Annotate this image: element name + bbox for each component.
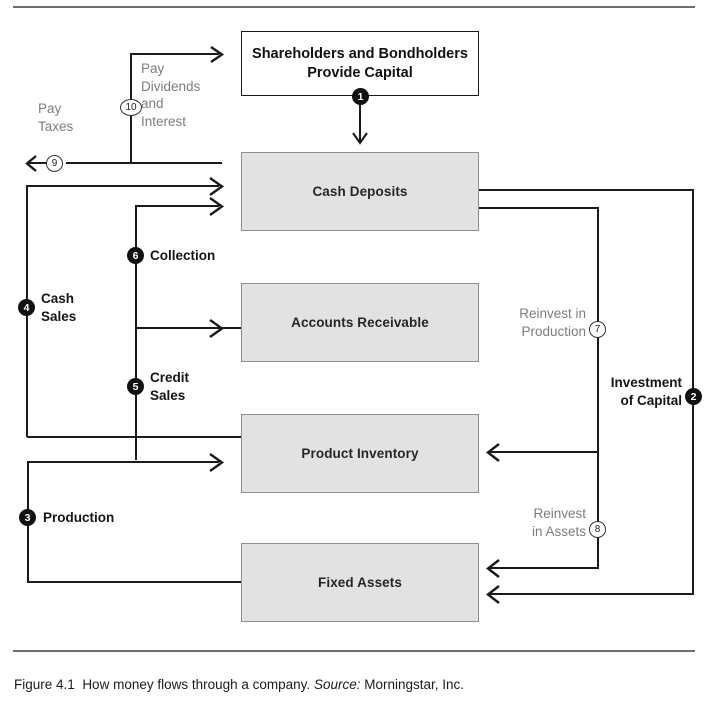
caption-source-value: Morningstar, Inc.	[364, 677, 465, 692]
step-marker-5[interactable]: 5	[127, 378, 144, 395]
step-marker-10[interactable]: 10	[120, 99, 142, 116]
step-marker-2[interactable]: 2	[685, 388, 702, 405]
label-reinvest-production-line-2: Production	[521, 323, 586, 339]
node-fixed-assets[interactable]: Fixed Assets	[241, 543, 479, 622]
caption-figure-number: Figure 4.1	[14, 677, 75, 692]
step-marker-9[interactable]: 9	[46, 155, 63, 172]
label-pay-taxes-line-1: Pay	[38, 101, 62, 116]
label-pay-taxes-line-2: Taxes	[38, 118, 74, 134]
shareholders-line-1: Shareholders and Bondholders	[252, 45, 468, 62]
label-collection: Collection	[150, 248, 216, 263]
step-marker-7[interactable]: 7	[589, 321, 606, 338]
label-pay-dividends-line-2: Dividends	[141, 78, 201, 94]
label-production: Production	[43, 510, 115, 525]
node-product-inventory[interactable]: Product Inventory	[241, 414, 479, 493]
label-reinvest-in-production: Reinvest in Production	[504, 305, 586, 340]
label-credit-sales-line-2: Sales	[150, 387, 186, 403]
node-shareholders-provide-capital[interactable]: Shareholders and Bondholders Provide Cap…	[241, 31, 479, 96]
step-marker-6[interactable]: 6	[127, 247, 144, 264]
shareholders-line-2: Provide Capital	[307, 64, 413, 81]
label-pay-dividends-and-interest: Pay Dividends and Interest	[141, 60, 231, 130]
label-pay-taxes: Pay Taxes	[38, 100, 118, 135]
figure-caption: Figure 4.1 How money flows through a com…	[14, 676, 684, 694]
label-pay-dividends-line-4: Interest	[141, 113, 187, 129]
node-accounts-receivable[interactable]: Accounts Receivable	[241, 283, 479, 362]
label-reinvest-assets-line-1: Reinvest	[533, 506, 586, 521]
caption-title: How money flows through a company.	[82, 677, 311, 692]
label-reinvest-production-line-1: Reinvest in	[519, 306, 586, 321]
label-credit-sales-line-1: Credit	[150, 370, 190, 385]
label-pay-dividends-line-1: Pay	[141, 61, 165, 76]
label-reinvest-assets-line-2: in Assets	[531, 523, 586, 539]
label-investment-of-capital: Investment of Capital	[600, 374, 682, 409]
label-cash-sales: Cash Sales	[41, 290, 111, 325]
label-investment-line-2: of Capital	[620, 392, 682, 408]
step-marker-4[interactable]: 4	[18, 299, 35, 316]
top-divider-rule	[13, 6, 695, 8]
node-cash-deposits[interactable]: Cash Deposits	[241, 152, 479, 231]
label-cash-sales-line-1: Cash	[41, 291, 75, 306]
caption-source-label: Source:	[313, 677, 361, 692]
flow-arrows-layer	[25, 46, 694, 604]
label-reinvest-in-assets: Reinvest in Assets	[504, 505, 586, 540]
label-pay-dividends-line-3: and	[141, 96, 164, 112]
label-investment-line-1: Investment	[610, 375, 682, 390]
bottom-divider-rule	[13, 650, 695, 652]
label-credit-sales: Credit Sales	[150, 369, 224, 404]
step-marker-1[interactable]: 1	[352, 88, 369, 105]
step-marker-3[interactable]: 3	[19, 509, 36, 526]
step-marker-8[interactable]: 8	[589, 521, 606, 538]
label-cash-sales-line-2: Sales	[41, 308, 77, 324]
